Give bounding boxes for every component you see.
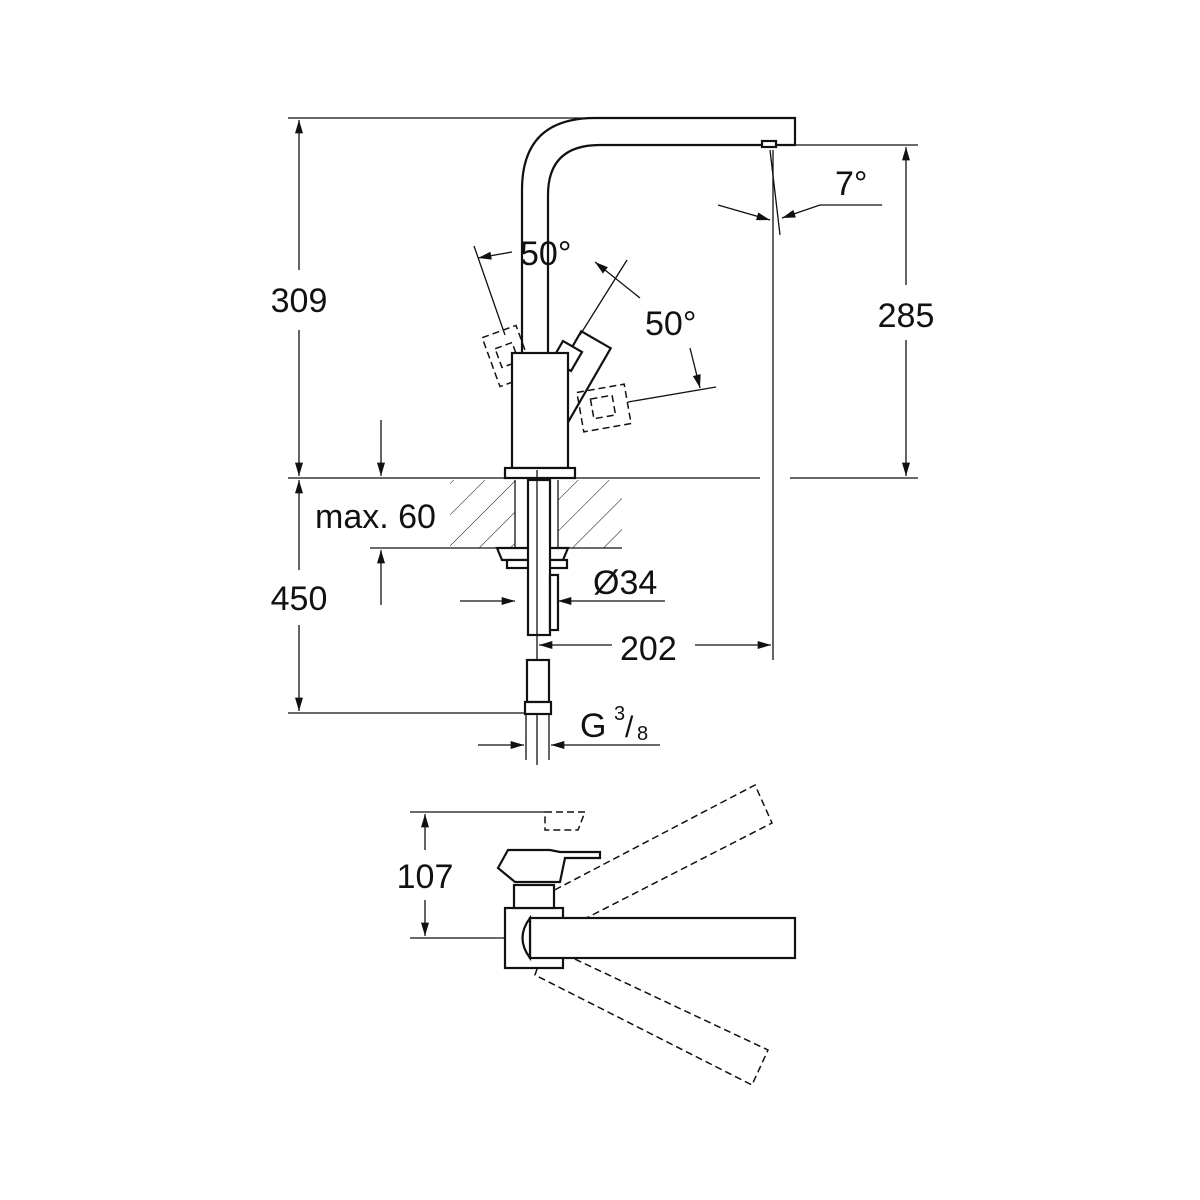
dimension-450: 450 — [271, 480, 328, 712]
dim-285-label: 285 — [878, 297, 935, 335]
countertop-section — [450, 480, 622, 548]
reference-lines — [288, 117, 918, 714]
dim-7deg-label: 7° — [835, 165, 868, 203]
dimension-g-3-8: G 3 / 8 — [478, 703, 660, 749]
dim-107-label: 107 — [397, 858, 454, 896]
dimension-309: 309 — [271, 119, 328, 476]
dimension-50deg-right: 50° — [594, 261, 701, 389]
dim-max-60-label: max. 60 — [315, 498, 436, 536]
dim-50deg-right-label: 50° — [645, 305, 696, 343]
faucet-body — [503, 351, 577, 480]
dimension-diameter-34: Ø34 — [460, 564, 665, 605]
dim-g-denominator: 8 — [637, 723, 648, 745]
lever-dashed-right — [576, 383, 717, 433]
dim-g-slash: / — [625, 711, 634, 744]
dim-202-label: 202 — [620, 630, 677, 668]
dimension-202: 202 — [538, 630, 772, 668]
dim-450-label: 450 — [271, 580, 328, 618]
dim-50deg-left-label: 50° — [520, 235, 571, 273]
dim-309-label: 309 — [271, 282, 328, 320]
dimension-7deg: 7° — [717, 149, 882, 236]
dimension-285: 285 — [878, 146, 935, 476]
shank-and-hose — [495, 470, 570, 765]
dim-34-label: Ø34 — [593, 564, 657, 602]
top-view: 107 — [397, 783, 797, 1087]
dimension-max-60: max. 60 — [315, 420, 436, 605]
dim-g-label: G — [580, 707, 606, 745]
dim-g-numerator: 3 — [614, 703, 625, 725]
dimension-50deg-left: 50° — [477, 235, 571, 273]
spout — [520, 116, 797, 357]
